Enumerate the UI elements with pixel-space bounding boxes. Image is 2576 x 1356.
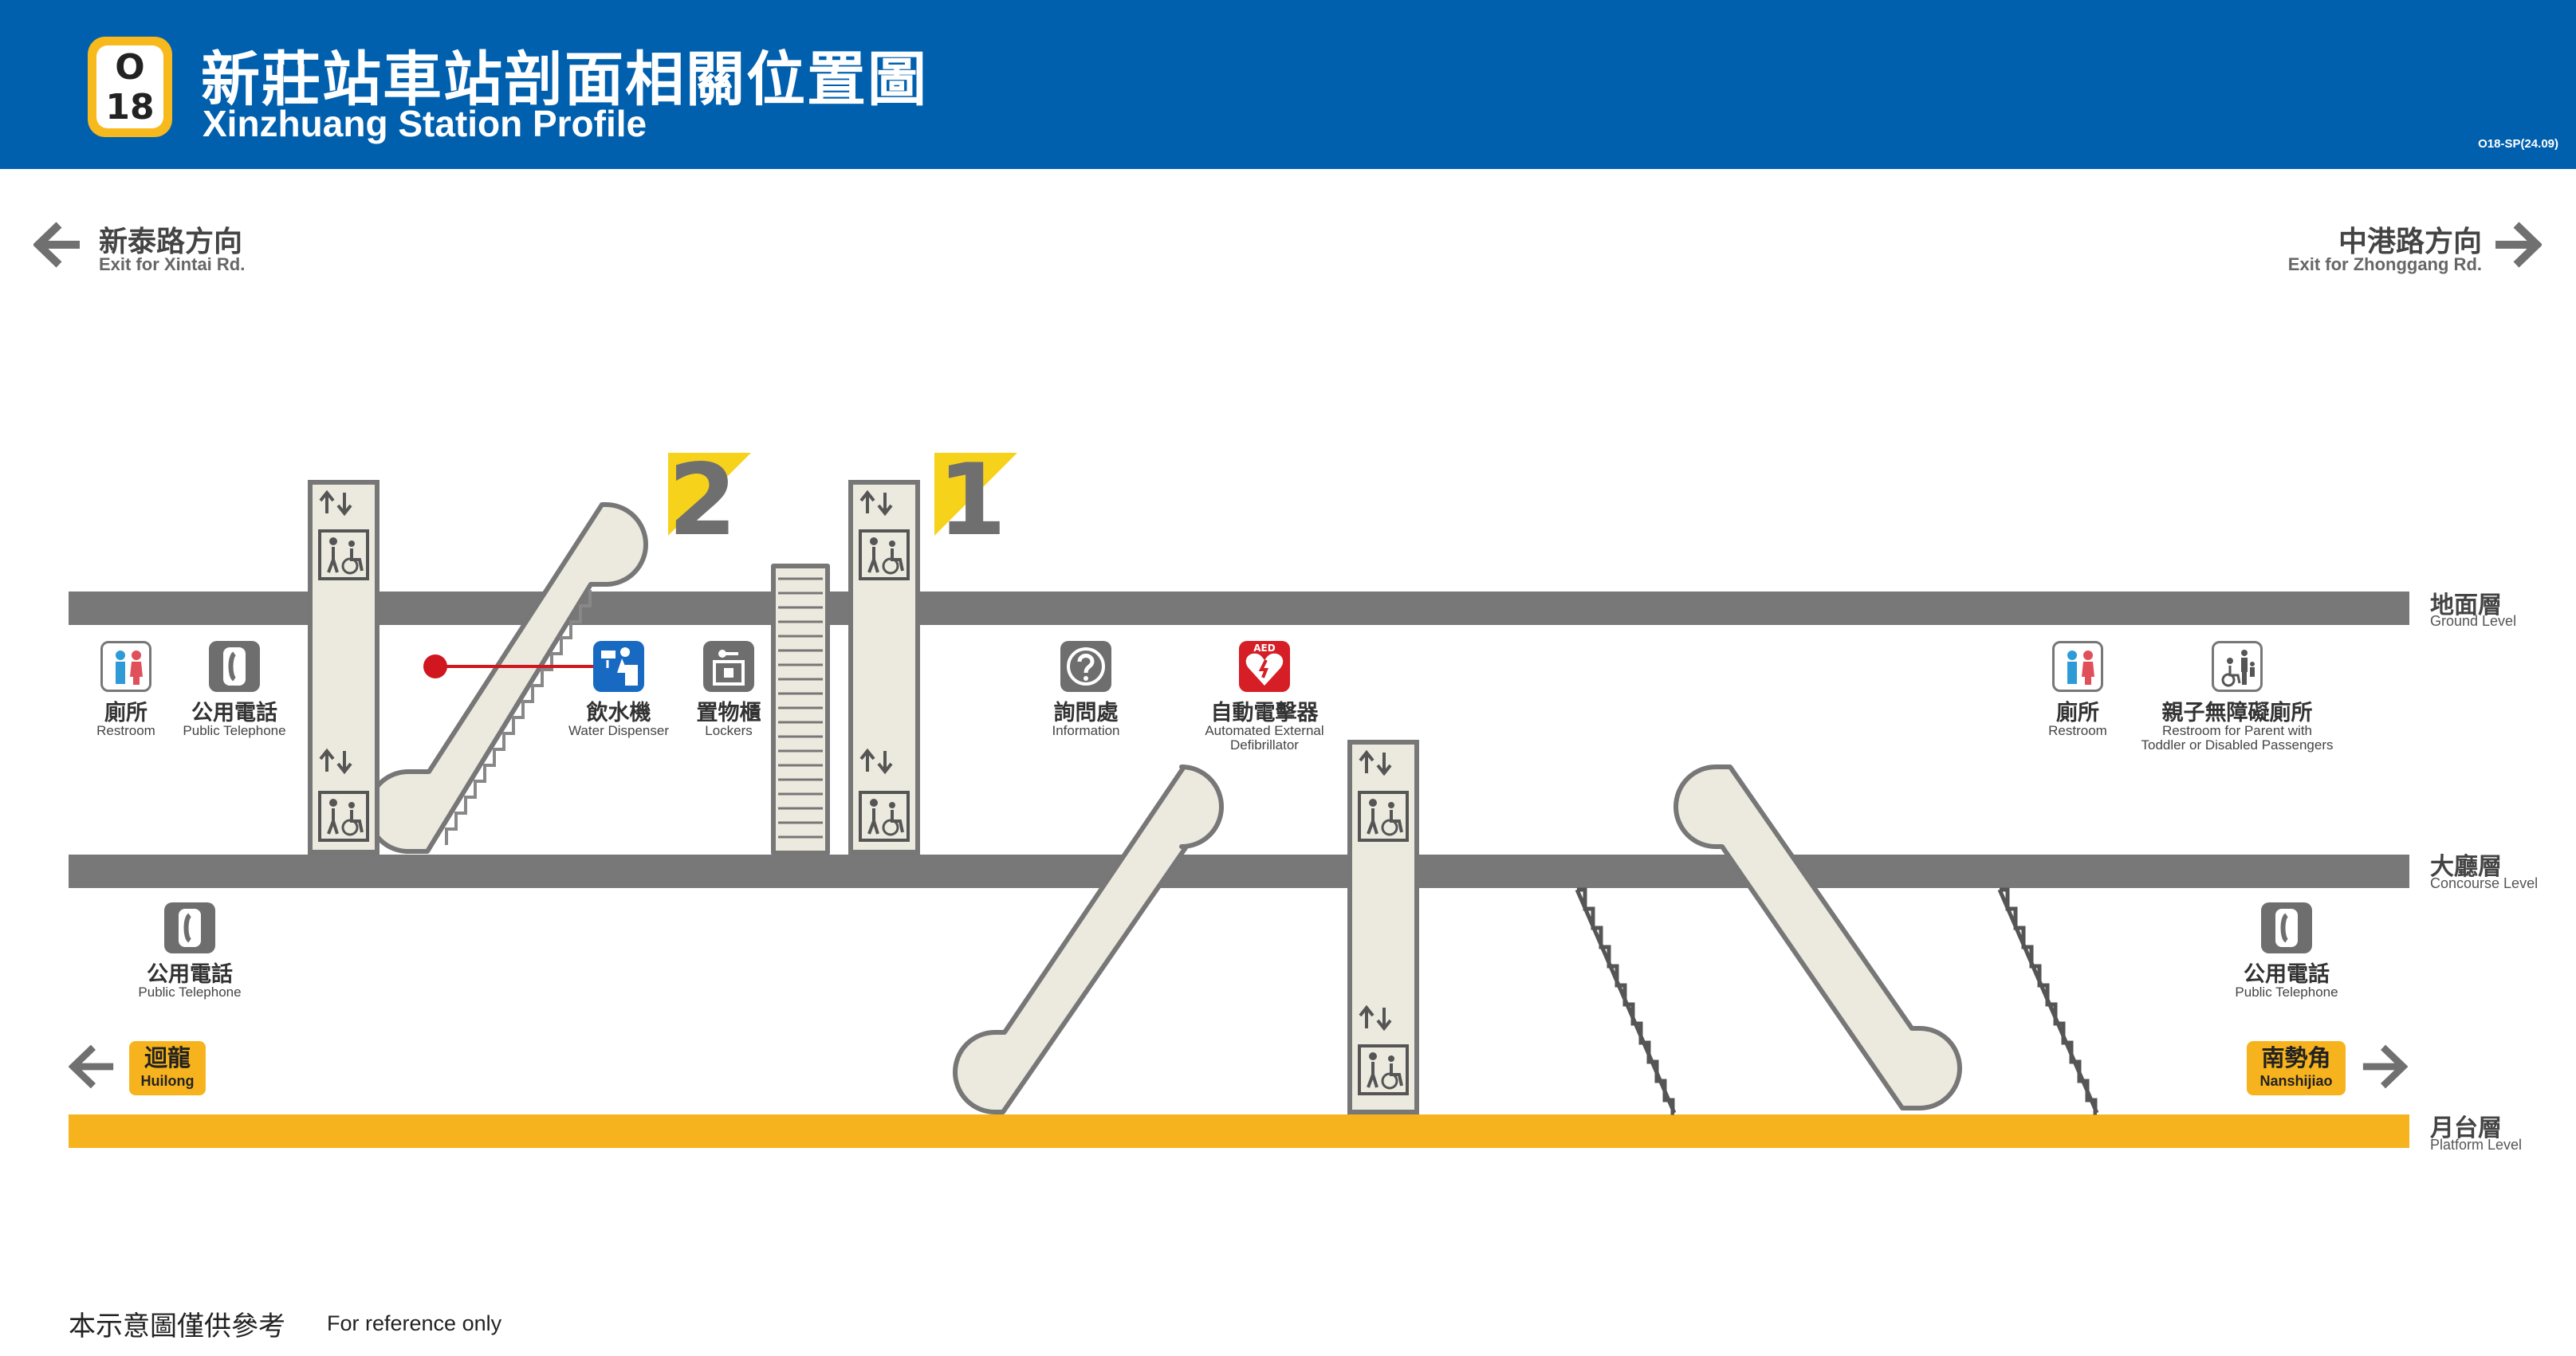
platform-level-slab (69, 1114, 2409, 1148)
question-mark-icon (1060, 641, 1111, 692)
platform-level-label: 月台層 (2430, 1114, 2502, 1142)
ground-level-label-en: Ground Level (2430, 613, 2517, 629)
information-label: 詢問處 (1053, 701, 1119, 725)
restroom-left-label: 廁所 (104, 701, 147, 725)
exit-1-stairway (771, 564, 830, 855)
arrow-right-icon (2362, 1044, 2408, 1089)
ground-level-label: 地面層 (2430, 592, 2502, 619)
destination-left-zh: 迴龍 (144, 1044, 191, 1071)
telephone-left-label-en: Public Telephone (183, 723, 286, 738)
family-restroom-label-en-2: Toddler or Disabled Passengers (2141, 737, 2334, 753)
aed-label: 自動電擊器 (1210, 701, 1319, 725)
escalator-right-platform (1673, 764, 1962, 1110)
telephone-icon (2261, 902, 2312, 953)
aed-icon-text: AED (1253, 643, 1276, 654)
arrow-left-icon (33, 222, 80, 268)
platform-telephone-left-label: 公用電話 (147, 962, 233, 987)
restroom-icon (100, 641, 151, 692)
restroom-right-label-en: Restroom (2048, 723, 2107, 738)
arrow-left-icon (69, 1044, 114, 1089)
lockers-label-en: Lockers (705, 723, 753, 738)
disclaimer-en: For reference only (327, 1311, 502, 1335)
aed-icon: AED (1239, 641, 1290, 692)
disclaimer-zh: 本示意圖僅供參考 (69, 1311, 285, 1342)
family-accessible-icon (2212, 641, 2263, 692)
left-exit-label-en: Exit for Xintai Rd. (99, 254, 246, 274)
restroom-left-label-en: Restroom (96, 723, 155, 738)
platform-telephone-right-label-en: Public Telephone (2235, 985, 2338, 1000)
page-title: 新莊站車站剖面相關位置圖 (201, 45, 928, 114)
destination-right-badge: 南勢角 Nanshijiao (2247, 1041, 2346, 1095)
document-code: O18-SP(24.09) (2478, 137, 2558, 151)
restroom-right-label: 廁所 (2056, 701, 2099, 725)
concourse-level-label-en: Concourse Level (2430, 875, 2539, 891)
family-restroom-label: 親子無障礙廁所 (2161, 701, 2313, 725)
lockers-label: 置物櫃 (696, 701, 761, 725)
water-dispenser-icon (593, 641, 644, 692)
arrow-right-icon (2495, 222, 2542, 268)
telephone-left-label: 公用電話 (191, 701, 277, 725)
platform-telephone-left-label-en: Public Telephone (138, 985, 242, 1000)
aed-label-en-2: Defibrillator (1230, 737, 1299, 753)
water-dispenser-label-en: Water Dispenser (568, 723, 669, 738)
restroom-icon (2052, 641, 2103, 692)
ground-level-slab (69, 592, 2409, 625)
destination-left-badge: 迴龍 Huilong (129, 1041, 206, 1095)
line-code: O (115, 47, 145, 88)
escalator-left-platform (953, 764, 1224, 1114)
concourse-level-slab (69, 855, 2409, 888)
telephone-icon (164, 902, 215, 953)
header-bar (0, 0, 2576, 169)
exit-1-number: 1 (938, 443, 1007, 558)
platform-telephone-right-label: 公用電話 (2244, 962, 2330, 987)
page-subtitle: Xinzhuang Station Profile (203, 103, 647, 144)
station-number: 18 (105, 87, 155, 128)
destination-right-en: Nanshijiao (2259, 1073, 2333, 1089)
destination-right-zh: 南勢角 (2261, 1044, 2331, 1071)
concourse-level-label: 大廳層 (2430, 853, 2502, 881)
right-exit-label-en: Exit for Zhonggang Rd. (2287, 254, 2482, 274)
destination-left-en: Huilong (140, 1073, 195, 1089)
platform-level-label-en: Platform Level (2430, 1137, 2523, 1153)
locker-icon (703, 641, 754, 692)
aed-label-en-1: Automated External (1205, 723, 1324, 738)
telephone-icon (209, 641, 260, 692)
right-exit-label: 中港路方向 (2338, 226, 2482, 258)
left-exit-label: 新泰路方向 (99, 226, 243, 258)
water-dispenser-label: 飲水機 (586, 701, 651, 725)
family-restroom-label-en-1: Restroom for Parent with (2161, 723, 2312, 738)
station-number-badge-inner: O 18 (96, 45, 163, 128)
exit-2-number: 2 (668, 443, 737, 558)
information-label-en: Information (1052, 723, 1120, 738)
